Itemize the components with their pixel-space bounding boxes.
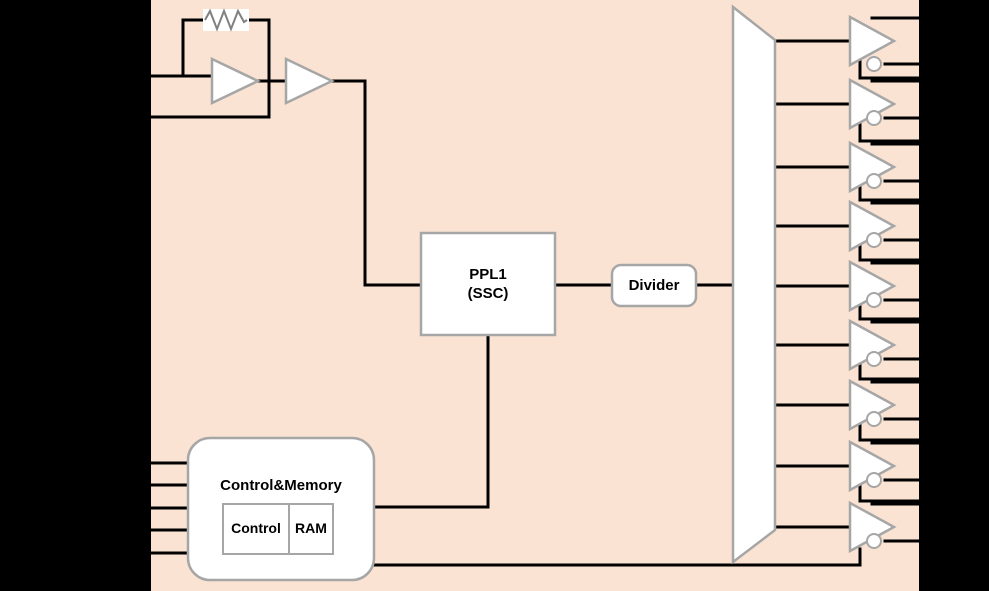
driver-2-bubble-icon xyxy=(866,110,882,126)
wire-feedback-right xyxy=(245,18,271,119)
wire-driver-4-enable xyxy=(858,240,989,262)
feedback-resistor[interactable] xyxy=(203,8,249,32)
wire-driver-2-enable xyxy=(858,118,989,143)
driver-5-bubble-icon xyxy=(866,292,882,308)
wire-driver-3-enable xyxy=(858,181,989,202)
driver-1-bubble-icon xyxy=(866,56,882,72)
wire-pll-to-control xyxy=(370,333,490,509)
driver-4-bubble-icon xyxy=(866,232,882,248)
output-driver-9[interactable] xyxy=(848,500,897,554)
wire-feedback-left xyxy=(181,18,207,78)
wire-buffer-to-pll xyxy=(327,79,423,287)
output-driver-5[interactable] xyxy=(848,259,897,313)
divider-block[interactable] xyxy=(610,263,698,308)
wire-driver-8-enable xyxy=(858,480,989,503)
fanout-distribution-bar[interactable] xyxy=(731,4,777,565)
driver-9-bubble-icon xyxy=(866,533,882,549)
driver-6-bubble-icon xyxy=(866,351,882,367)
output-driver-8[interactable] xyxy=(848,439,897,493)
input-buffer-amplifier-icon[interactable] xyxy=(284,57,335,105)
output-driver-1[interactable] xyxy=(848,14,897,72)
control-sub-block[interactable] xyxy=(222,503,290,555)
output-driver-2[interactable] xyxy=(848,77,897,131)
wire-control-enable-bus xyxy=(372,547,862,567)
driver-8-bubble-icon xyxy=(866,472,882,488)
wire-driver-6-enable xyxy=(858,359,989,381)
oscillator-amplifier-icon[interactable] xyxy=(210,57,261,105)
pll-block[interactable] xyxy=(419,231,557,337)
wire-driver-7-enable xyxy=(858,419,989,442)
driver-3-bubble-icon xyxy=(866,173,882,189)
output-driver-4[interactable] xyxy=(848,199,897,253)
output-driver-3[interactable] xyxy=(848,140,897,194)
wire-driver-5-enable xyxy=(858,300,989,321)
output-driver-7[interactable] xyxy=(848,378,897,432)
wire-driver-1-enable xyxy=(858,55,989,80)
output-driver-6[interactable] xyxy=(848,318,897,372)
driver-7-bubble-icon xyxy=(866,411,882,427)
ram-sub-block[interactable] xyxy=(288,503,334,555)
